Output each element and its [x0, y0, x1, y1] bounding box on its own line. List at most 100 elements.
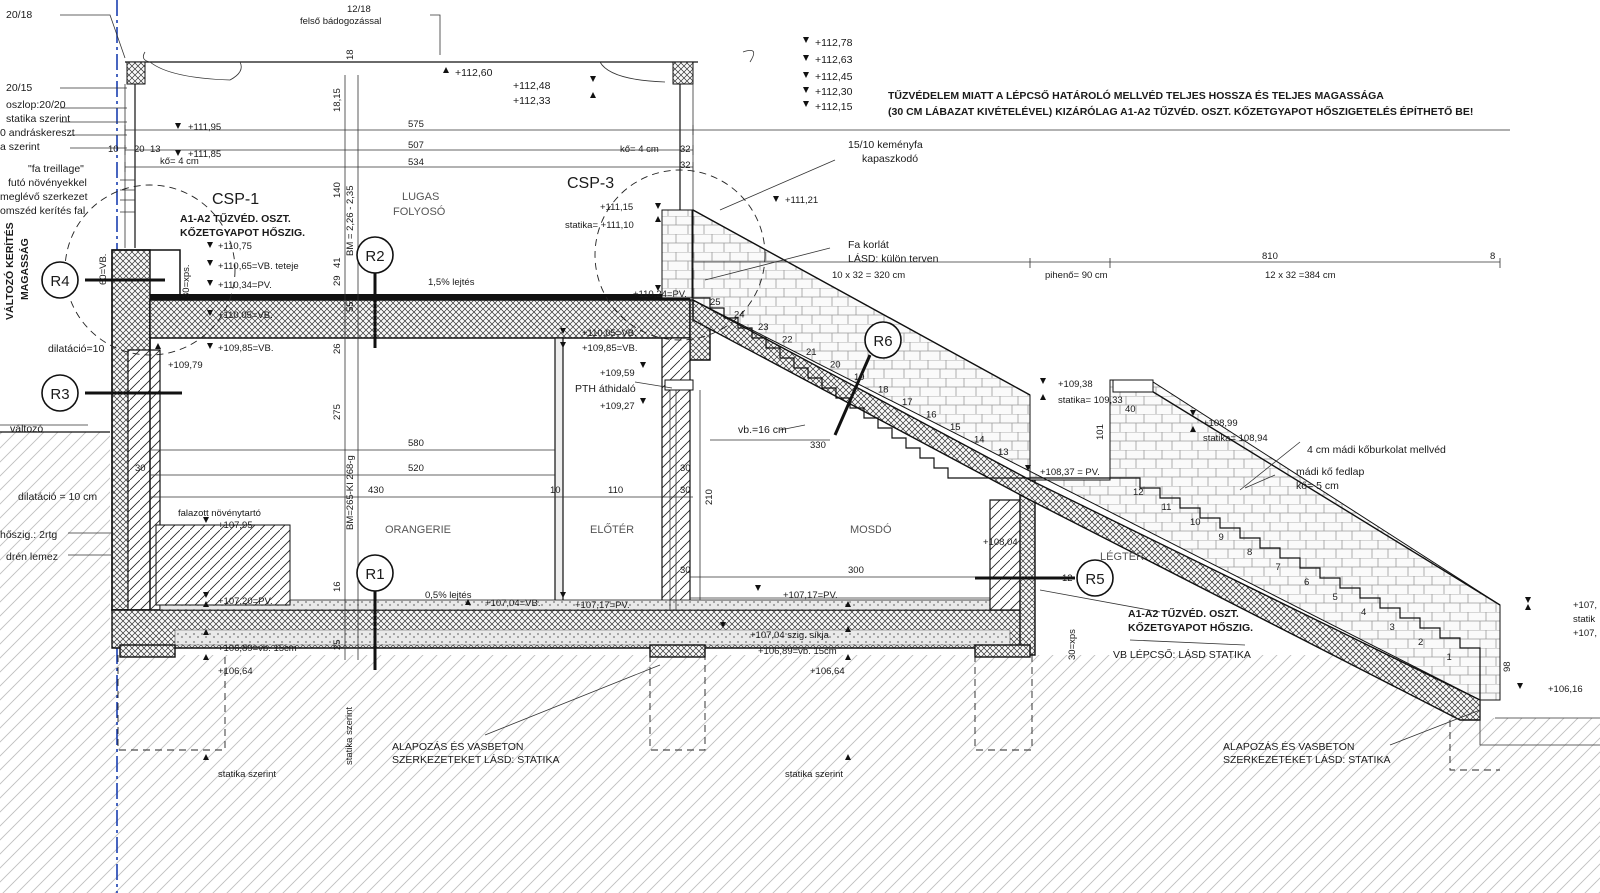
foundation-note-r1: ALAPOZÁS ÉS VASBETON [1223, 740, 1355, 753]
slope-note-1: 1,5% lejtés [428, 277, 475, 288]
a1-note-left-2: KŐZETGYAPOT HŐSZIG. [180, 226, 305, 239]
step-number: 22 [782, 335, 793, 346]
stone-note-3: kő= 5 cm [1296, 480, 1339, 492]
level-labels: +112,78 +112,63 +112,45 +112,30 +112,15 … [168, 37, 1597, 695]
step-numbers: 2524232221201918171615141312111098765432… [710, 297, 1452, 663]
svg-text:R3: R3 [50, 386, 69, 403]
step-number: 18 [878, 385, 889, 396]
stone-note-2: mádi kő fedlap [1296, 466, 1364, 478]
dim-110: 110 [608, 485, 623, 496]
statika-note-vertical: statika szerint [344, 707, 355, 765]
left-label-3: oszlop:20/20 [6, 99, 66, 111]
level-106-89-b: +106,89=vb. 15cm [758, 646, 837, 657]
dim-v30xps2: 30=xps [1067, 629, 1078, 660]
dim-30-c: 30 [680, 485, 691, 496]
dim-30-d: 30 [680, 565, 691, 576]
lintel-note: PTH áthidaló [575, 383, 636, 395]
left-labels: 20/18 20/15 oszlop:20/20 statika szerint… [0, 9, 104, 563]
top-note-1: 12/18 [347, 4, 371, 15]
stair-note: VB LÉPCSŐ: LÁSD STATIKA [1113, 647, 1251, 661]
step-number: 9 [1219, 532, 1224, 543]
section-marker-r4: R4 [41, 261, 79, 299]
step-number: 7 [1276, 562, 1281, 573]
level-111-10: statika= +111,10 [565, 220, 634, 231]
level-107-20: +107,20=PV. [218, 596, 273, 607]
level-112-63: +112,63 [815, 54, 853, 66]
foundation-note-2: SZERKEZETEKET LÁSD: STATIKA [392, 753, 559, 766]
dim-32-a: 32 [680, 144, 691, 155]
dim-v25: 25 [332, 639, 343, 650]
level-109-33: statika= 109,33 [1058, 395, 1123, 406]
dim-v26: 26 [332, 343, 343, 354]
level-110-65: +110,65=VB. teteje [218, 261, 299, 272]
dim-ko4-a: kő= 4 cm [160, 156, 199, 167]
level-112-48: +112,48 [513, 80, 551, 92]
foundation-note-r2: SZERKEZETEKET LÁSD: STATIKA [1223, 753, 1390, 766]
level-110-34: +110,34=PV. [218, 280, 272, 291]
step-number: 21 [806, 347, 817, 358]
level-112-33: +112,33 [513, 95, 551, 107]
dim-v12: 12 [1062, 573, 1073, 584]
step-number: 10 [1190, 517, 1201, 528]
left-label-10: omszéd kerítés fal [0, 205, 85, 217]
dim-v140: 140 [332, 182, 343, 198]
dim-30-b: 30 [680, 463, 691, 474]
foundation-outlines [117, 655, 1500, 771]
step-number: 23 [758, 322, 769, 333]
room-mosdo: MOSDÓ [850, 523, 892, 536]
dim-v30xps: 30=xps. [181, 264, 192, 298]
section-marker-r3: R3 [41, 374, 79, 412]
left-label-13: dilatáció=10 [48, 343, 104, 355]
detail-label-csp3: CSP-3 [567, 175, 614, 192]
level-109-85-b: +109,85=VB. [582, 343, 637, 354]
insulation-note: +107,04 szig. síkja [750, 630, 830, 641]
dim-330: 330 [810, 440, 826, 451]
level-107-right-2: +107, [1573, 628, 1597, 639]
left-label-6: a szerint [0, 141, 40, 153]
left-label-16: hőszig.: 2rtg [0, 529, 57, 541]
section-marker-r5: R5 [1076, 559, 1114, 597]
level-106-89-a: +106,89=vb. 15cm [218, 643, 297, 654]
dim-810: 810 [1262, 251, 1278, 262]
level-106-64-a: +106,64 [218, 666, 253, 677]
section-marker-r2: R2 [356, 236, 394, 274]
dim-v55: 55 [345, 301, 356, 312]
dim-v265: BM=265-KI 268-g [345, 455, 356, 530]
step-number: 6 [1304, 577, 1309, 588]
a1-note-right-2: KŐZETGYAPOT HŐSZIG. [1128, 621, 1253, 634]
planter-note: falazott növénytartó [178, 508, 261, 519]
level-110-24: +110,24=PV. [633, 289, 687, 300]
step-number: 20 [830, 360, 841, 371]
left-label-2: 20/15 [6, 82, 32, 94]
room-orangerie: ORANGERIE [385, 524, 451, 536]
foundation-note-1: ALAPOZÁS ÉS VASBETON [392, 740, 524, 753]
leader-lines [0, 14, 1510, 746]
step-number: 4 [1361, 607, 1366, 618]
level-109-59: +109,59 [600, 368, 635, 379]
dim-v20: 20 [134, 144, 145, 155]
dim-v98: 98 [1502, 661, 1513, 672]
level-110-05-a: +110,05=VB. [218, 310, 273, 321]
step-number: 24 [734, 310, 745, 321]
step-number: 16 [926, 410, 937, 421]
level-110-05-b: +110,05=VB. [582, 328, 637, 339]
step-number: 5 [1333, 592, 1338, 603]
dim-v10: 10 [108, 144, 119, 155]
level-109-85-a: +109,85=VB. [218, 343, 273, 354]
level-108-37: +108,37 = PV. [1040, 467, 1100, 478]
svg-text:R6: R6 [873, 333, 892, 350]
left-label-4: statika szerint [6, 113, 70, 125]
step-number: 11 [1162, 502, 1172, 513]
dim-v101: 101 [1095, 424, 1106, 440]
level-111-15: +111,15 [600, 202, 633, 213]
left-label-8: futó növényekkel [8, 177, 87, 189]
level-107-95: +107,95 [218, 520, 253, 531]
level-106-16: +106,16 [1548, 684, 1583, 695]
pergola-beam [124, 49, 755, 248]
step-number: 13 [998, 447, 1009, 458]
ground [0, 431, 1600, 893]
step-number: 3 [1390, 622, 1395, 633]
dim-seg2: pihenő= 90 cm [1045, 270, 1108, 281]
section-marker-r1: R1 [356, 554, 394, 592]
